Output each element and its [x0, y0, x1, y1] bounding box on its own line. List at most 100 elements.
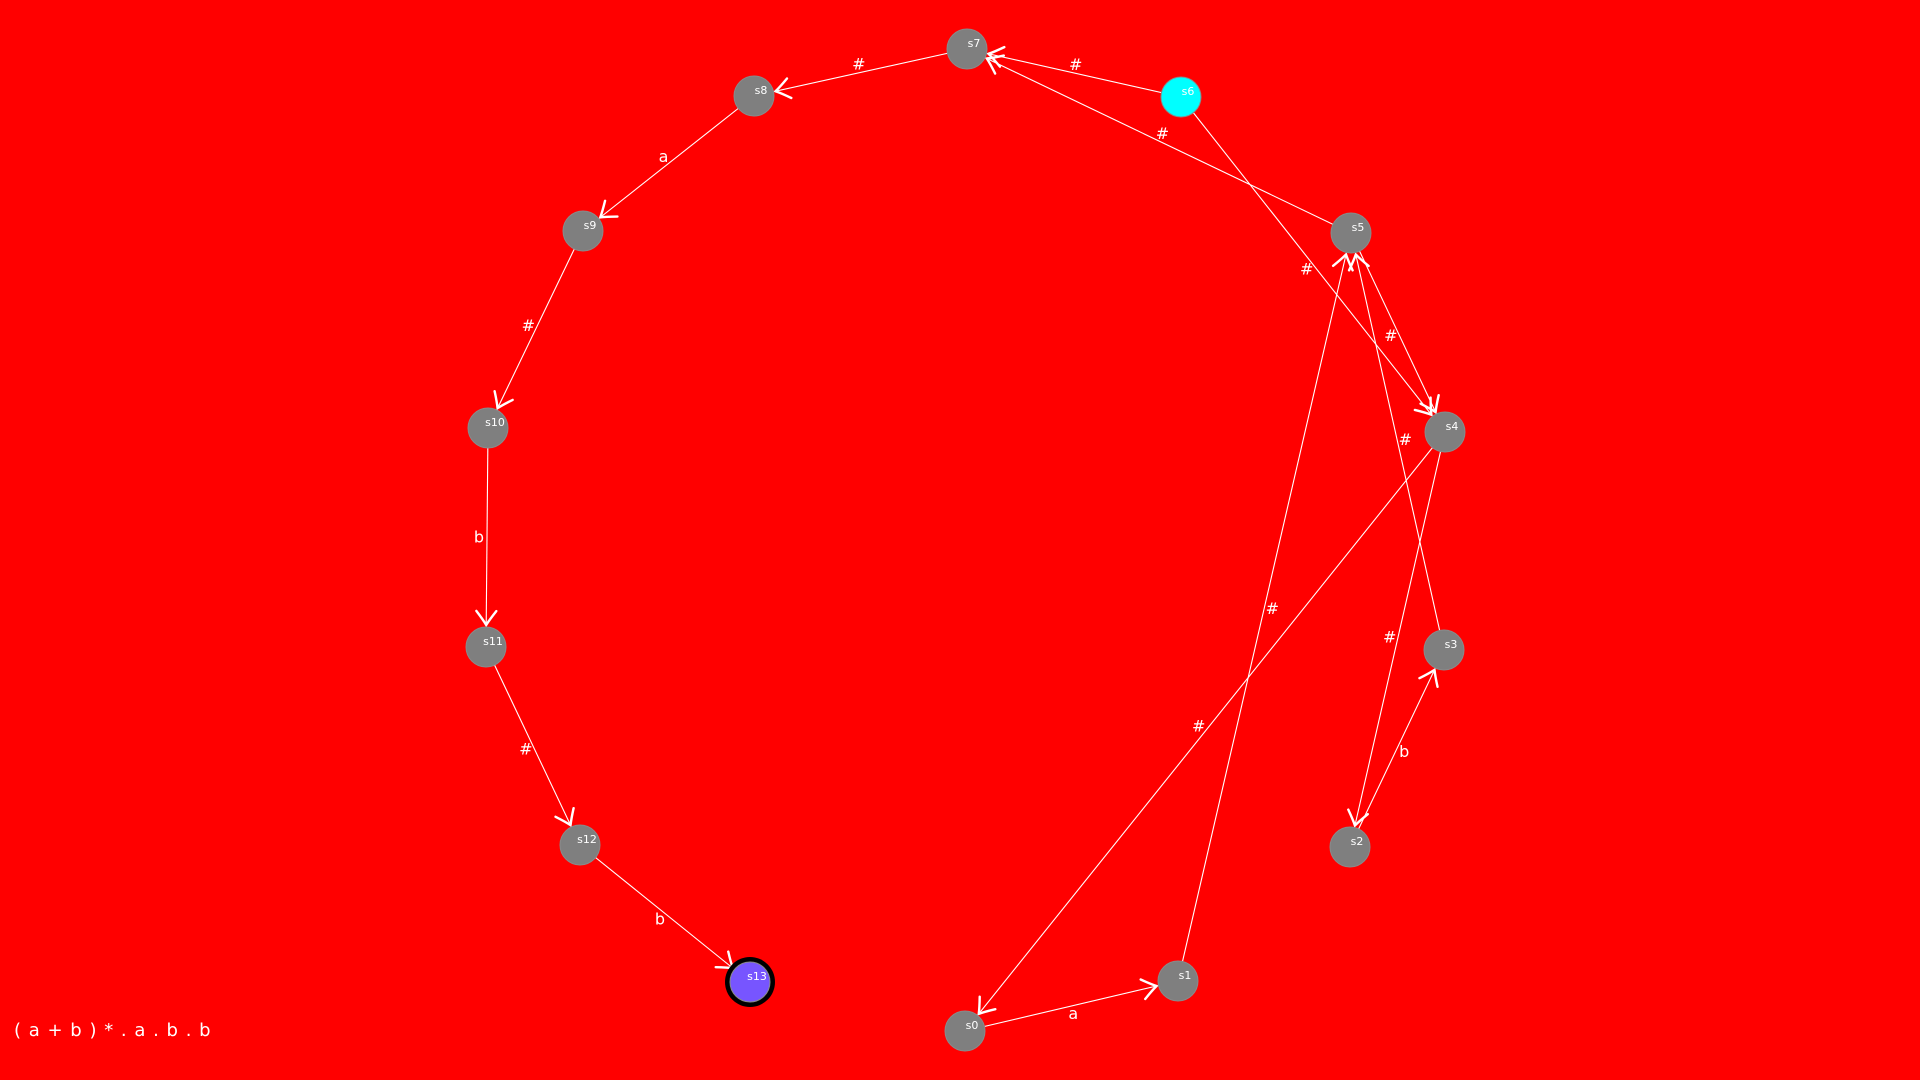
transition-s11-s12[interactable]: # — [485, 646, 581, 846]
state-s2[interactable]: s2 — [1329, 826, 1371, 868]
transitions-layer: # # # # a # b # b # # # a # b # — [474, 45, 1446, 1032]
state-circle — [1424, 411, 1466, 453]
state-label: s3 — [1445, 638, 1458, 651]
state-s0[interactable]: s0 — [944, 1010, 986, 1052]
transition-s10-s11[interactable]: b — [474, 427, 498, 648]
transition-label: # — [1384, 326, 1397, 345]
transition-line — [1350, 232, 1446, 433]
state-label: s2 — [1351, 835, 1364, 848]
transition-s8-s9[interactable]: a — [582, 95, 755, 232]
transition-s4-s0[interactable]: # — [964, 431, 1446, 1032]
state-circle — [1329, 826, 1371, 868]
transition-line — [1350, 232, 1445, 651]
state-s12[interactable]: s12 — [559, 824, 601, 866]
state-label: s7 — [968, 37, 981, 50]
states-layer: s0 s1 s2 s3 s4 s5 s6 s7 s8 s9 s10 s11 s12 s13 — [465, 28, 1466, 1052]
transition-s6-s4[interactable]: # — [1180, 96, 1446, 433]
arrowhead — [554, 806, 575, 827]
transition-label: # — [1192, 716, 1205, 735]
arrowhead — [774, 77, 793, 100]
regex-expression: ( a + b ) * . a . b . b — [14, 1020, 212, 1041]
state-s11[interactable]: s11 — [465, 626, 507, 668]
transition-s7-s8[interactable]: # — [753, 48, 968, 100]
state-label: s4 — [1446, 420, 1459, 433]
state-label: s6 — [1182, 85, 1195, 98]
state-circle — [1160, 76, 1202, 118]
state-label: s1 — [1179, 969, 1192, 982]
transition-label: a — [659, 147, 669, 166]
state-circle — [467, 407, 509, 449]
arrowhead — [985, 54, 1005, 75]
transition-s4-s2[interactable]: # — [1347, 431, 1446, 848]
transition-line — [579, 844, 751, 983]
transition-line — [485, 646, 581, 846]
state-s7[interactable]: s7 — [946, 28, 988, 70]
state-circle — [729, 961, 771, 1003]
arrowhead — [987, 45, 1006, 68]
arrowhead — [475, 609, 498, 627]
transition-s5-s4[interactable]: # — [1350, 232, 1446, 433]
state-s1[interactable]: s1 — [1157, 960, 1199, 1002]
state-label: s5 — [1352, 221, 1365, 234]
state-label: s12 — [577, 833, 597, 846]
arrowhead — [1418, 668, 1439, 688]
state-label: s0 — [966, 1019, 979, 1032]
state-s13[interactable]: s13 — [725, 957, 775, 1007]
transition-s0-s1[interactable]: a — [964, 978, 1179, 1032]
transition-line — [582, 95, 755, 232]
state-circle — [1423, 629, 1465, 671]
transition-label: # — [1399, 430, 1412, 449]
state-circle — [1330, 212, 1372, 254]
transition-label: b — [1399, 742, 1409, 761]
state-circle — [465, 626, 507, 668]
transition-label: b — [474, 527, 484, 546]
transition-s6-s7[interactable]: # — [966, 45, 1182, 98]
arrowhead — [493, 390, 514, 410]
state-s8[interactable]: s8 — [733, 75, 775, 117]
state-circle — [562, 210, 604, 252]
arrowhead — [1331, 253, 1354, 272]
transition-s3-s5[interactable]: # — [1347, 232, 1445, 651]
transition-s5-s7[interactable]: # — [966, 48, 1352, 234]
state-circle — [1157, 960, 1199, 1002]
transition-line — [964, 980, 1179, 1032]
transition-line — [1349, 649, 1445, 848]
state-s5[interactable]: s5 — [1330, 212, 1372, 254]
transition-line — [1177, 232, 1352, 982]
transition-line — [487, 230, 584, 429]
state-s3[interactable]: s3 — [1423, 629, 1465, 671]
state-label: s8 — [755, 84, 768, 97]
state-s10[interactable]: s10 — [467, 407, 509, 449]
state-label: s13 — [747, 970, 767, 983]
transition-label: a — [1068, 1004, 1078, 1023]
transition-label: # — [1266, 599, 1279, 618]
state-label: s11 — [483, 635, 503, 648]
arrowhead — [1419, 393, 1440, 414]
transition-s1-s5[interactable]: # — [1177, 232, 1354, 982]
transition-line — [964, 431, 1446, 1032]
state-circle — [559, 824, 601, 866]
transition-label: # — [852, 55, 865, 74]
transition-label: # — [522, 316, 535, 335]
arrowhead — [977, 995, 997, 1016]
transition-label: # — [1069, 55, 1082, 74]
state-circle — [946, 28, 988, 70]
transition-s12-s13[interactable]: b — [579, 844, 751, 983]
transition-label: # — [1383, 628, 1396, 647]
state-s4[interactable]: s4 — [1424, 411, 1466, 453]
arrowhead — [1139, 978, 1158, 1001]
state-s9[interactable]: s9 — [562, 210, 604, 252]
arrowhead — [1413, 396, 1433, 416]
state-s6[interactable]: s6 — [1160, 76, 1202, 118]
transition-label: # — [1156, 124, 1169, 143]
transition-s2-s3[interactable]: b — [1349, 649, 1445, 848]
transition-label: # — [1300, 259, 1313, 278]
transition-s9-s10[interactable]: # — [487, 230, 584, 429]
transition-label: b — [655, 910, 665, 929]
state-label: s10 — [485, 416, 505, 429]
transition-line — [1349, 431, 1446, 848]
state-label: s9 — [584, 219, 597, 232]
state-circle — [733, 75, 775, 117]
state-circle — [944, 1010, 986, 1052]
